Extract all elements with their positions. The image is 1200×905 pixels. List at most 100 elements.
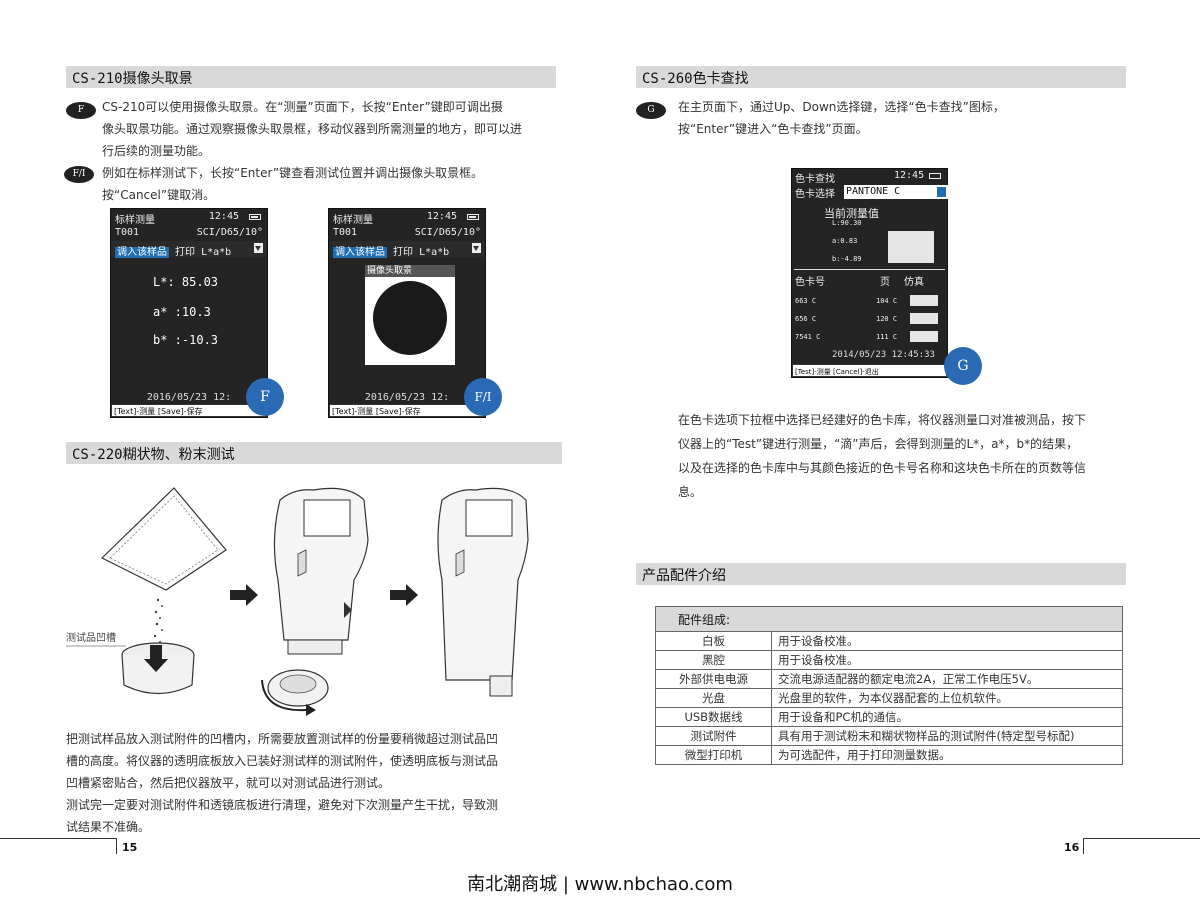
chevron-down-icon[interactable] (254, 243, 263, 253)
chevron-down-icon[interactable] (472, 243, 481, 253)
paragraph-colorcard-desc: 在色卡选项下拉框中选择已经建好的色卡库，将仪器测量口对准被测品，按下 仪器上的“… (678, 408, 1128, 504)
callout-g-badge: G (944, 347, 982, 385)
accessory-name: USB数据线 (655, 707, 772, 727)
card-swatch (910, 295, 938, 306)
print-button[interactable]: 打印 (175, 247, 196, 258)
text-line: 仪器上的“Test”键进行测量，“滴”声后，会得到测量的L*，a*，b*的结果， (678, 437, 1079, 451)
color-mode-select[interactable]: L*a*b (201, 247, 232, 258)
load-sample-button[interactable]: 调入该样品 (115, 247, 169, 258)
select-value: PANTONE C (846, 186, 901, 197)
table-row: 测试附件具有用于测试粉末和糊状物样品的测试附件(特定型号标配) (655, 726, 1123, 746)
table-header-row: 配件组成: (655, 606, 1123, 632)
print-button[interactable]: 打印 (393, 247, 414, 258)
measured-color-swatch (888, 231, 934, 263)
text-line: 在色卡选项下拉框中选择已经建好的色卡库，将仪器测量口对准被测品，按下 (678, 413, 1087, 427)
colorimeter-assembled-icon (437, 487, 529, 697)
accessory-desc: 具有用于测试粉末和糊状物样品的测试附件(特定型号标配) (771, 726, 1123, 746)
screen-date: 2014/05/23 12:45:33 (832, 350, 935, 360)
groove-label: 测试品凹槽 (66, 633, 116, 644)
value-b: b* :-10.3 (153, 333, 219, 347)
brand-footer: 南北潮商城 | www.nbchao.com (467, 874, 733, 895)
paragraph-powder-test: 把测试样品放入测试附件的凹槽内，所需要放置测试样的份量要稍微超过测试品凹 槽的高… (66, 728, 576, 838)
arrow-right-icon (390, 584, 418, 606)
rotating-cup-icon (261, 669, 329, 716)
table-header: 配件组成: (655, 606, 1123, 632)
text-line: 例如在标样测试下，长按“Enter”键查看测试位置并调出摄像头取景框。 (102, 166, 484, 180)
screen-footer-hint: [Text]-测量 [Save]-保存 (329, 404, 485, 417)
powder-stream-icon (153, 598, 163, 650)
sample-bag-icon (100, 487, 227, 591)
col-simulation: 仿真 (904, 277, 924, 288)
screen-titlebar: 标样测量 12:45 (329, 209, 485, 226)
battery-icon (467, 214, 479, 220)
text-line: 息。 (678, 485, 703, 499)
accessory-name: 黑腔 (655, 650, 772, 670)
card-page: 111 C (876, 333, 898, 341)
load-sample-button[interactable]: 调入该样品 (333, 247, 387, 258)
col-card-code: 色卡号 (795, 277, 825, 288)
screen-title: 标样测量 (333, 215, 373, 226)
accessory-desc: 交流电源适配器的额定电流2A，正常工作电压5V。 (771, 669, 1123, 689)
battery-icon (929, 173, 941, 179)
viewfinder-title: 摄像头取景 (365, 265, 455, 277)
powder-test-illustration (66, 487, 529, 716)
text-line: 按“Cancel”键取消。 (102, 188, 216, 202)
accessory-desc: 光盘里的软件，为本仪器配套的上位机软件。 (771, 688, 1123, 708)
page-divider-right (1084, 838, 1200, 839)
callout-fi-badge: F/I (464, 378, 502, 416)
text-line: 槽的高度。将仪器的透明底板放入已装好测试样的测试附件，使透明底板与测试品 (66, 754, 499, 768)
text-line: 测试完一定要对测试附件和透镜底板进行清理，避免对下次测量产生干扰，导致测 (66, 798, 499, 812)
measure-condition: SCI/D65/10° (414, 227, 481, 238)
screen-action-row: 调入该样品 打印 L*a*b (111, 241, 267, 258)
text-line: 像头取景功能。通过观察摄像头取景框，移动仪器到所需测量的地方，即可以进 (102, 122, 523, 136)
section-heading-accessories: 产品配件介绍 (636, 563, 1126, 585)
card-code: 7541 C (795, 333, 821, 341)
sample-code: T001 (333, 227, 358, 238)
chevron-down-icon[interactable] (937, 187, 946, 197)
text-line: 凹槽紧密贴合，然后把仪器放平，就可以对测试品进行测试。 (66, 776, 391, 790)
current-measure-title: 当前测量值 (824, 207, 879, 220)
table-row: USB数据线用于设备和PC机的通信。 (655, 707, 1123, 727)
card-code: 656 C (795, 315, 817, 323)
screen-footer-hint: [Text]-测量 [Save]-保存 (111, 404, 267, 417)
page-tick-right (1083, 838, 1084, 854)
test-groove-cup-icon (121, 642, 195, 694)
text-line: 行后续的测量功能。 (102, 144, 211, 158)
section-heading-cs220: CS-220糊状物、粉末测试 (66, 442, 562, 464)
card-page: 104 C (876, 297, 898, 305)
color-mode-select[interactable]: L*a*b (419, 247, 450, 258)
section-heading-cs210: CS-210摄像头取景 (66, 66, 556, 88)
page-divider-left (0, 838, 116, 839)
screen-divider (794, 269, 945, 270)
card-swatch (910, 313, 938, 324)
page-number-right: 16 (1064, 841, 1080, 854)
table-row: 黑腔用于设备校准。 (655, 650, 1123, 670)
measure-condition: SCI/D65/10° (196, 227, 263, 238)
aperture-circle (373, 281, 447, 355)
text-line: CS-210可以使用摄像头取景。在“测量”页面下，长按“Enter”键即可调出摄 (102, 100, 503, 114)
device-screen-standard-measure: 标样测量 12:45 T001 SCI/D65/10° 调入该样品 打印 L*a… (110, 208, 268, 418)
camera-viewfinder: 摄像头取景 (365, 265, 455, 365)
sample-code: T001 (115, 227, 140, 238)
page-tick-left (116, 838, 117, 854)
screen-condition-row: T001 SCI/D65/10° (329, 225, 485, 241)
marker-g-icon: G (636, 102, 666, 119)
screen-action-row: 调入该样品 打印 L*a*b (329, 241, 485, 258)
device-screen-camera-view: 标样测量 12:45 T001 SCI/D65/10° 调入该样品 打印 L*a… (328, 208, 486, 418)
callout-f-badge: F (246, 378, 284, 416)
accessory-name: 白板 (655, 631, 772, 651)
screen-footer-hint: [Test]-测量 [Cancel]-退出 (792, 364, 947, 377)
text-line: 在主页面下，通过Up、Down选择键，选择“色卡查找”图标， (678, 100, 1005, 114)
accessory-name: 微型打印机 (655, 745, 772, 765)
colorcard-library-select[interactable]: PANTONE C (844, 185, 948, 199)
card-swatch (910, 331, 938, 342)
text-line: 试结果不准确。 (66, 820, 151, 834)
select-label: 色卡选择 (795, 189, 835, 200)
value-l: L*: 85.03 (153, 275, 219, 289)
device-screen-colorcard-search: 色卡查找 12:45 色卡选择 PANTONE C 当前测量值 L:90.30 … (791, 168, 948, 378)
paragraph-camera-intro: CS-210可以使用摄像头取景。在“测量”页面下，长按“Enter”键即可调出摄… (102, 96, 562, 162)
accessory-desc: 用于设备和PC机的通信。 (771, 707, 1123, 727)
marker-fi-icon: F/I (64, 166, 94, 183)
screen-condition-row: T001 SCI/D65/10° (111, 225, 267, 241)
accessory-desc: 为可选配件，用于打印测量数据。 (771, 745, 1123, 765)
